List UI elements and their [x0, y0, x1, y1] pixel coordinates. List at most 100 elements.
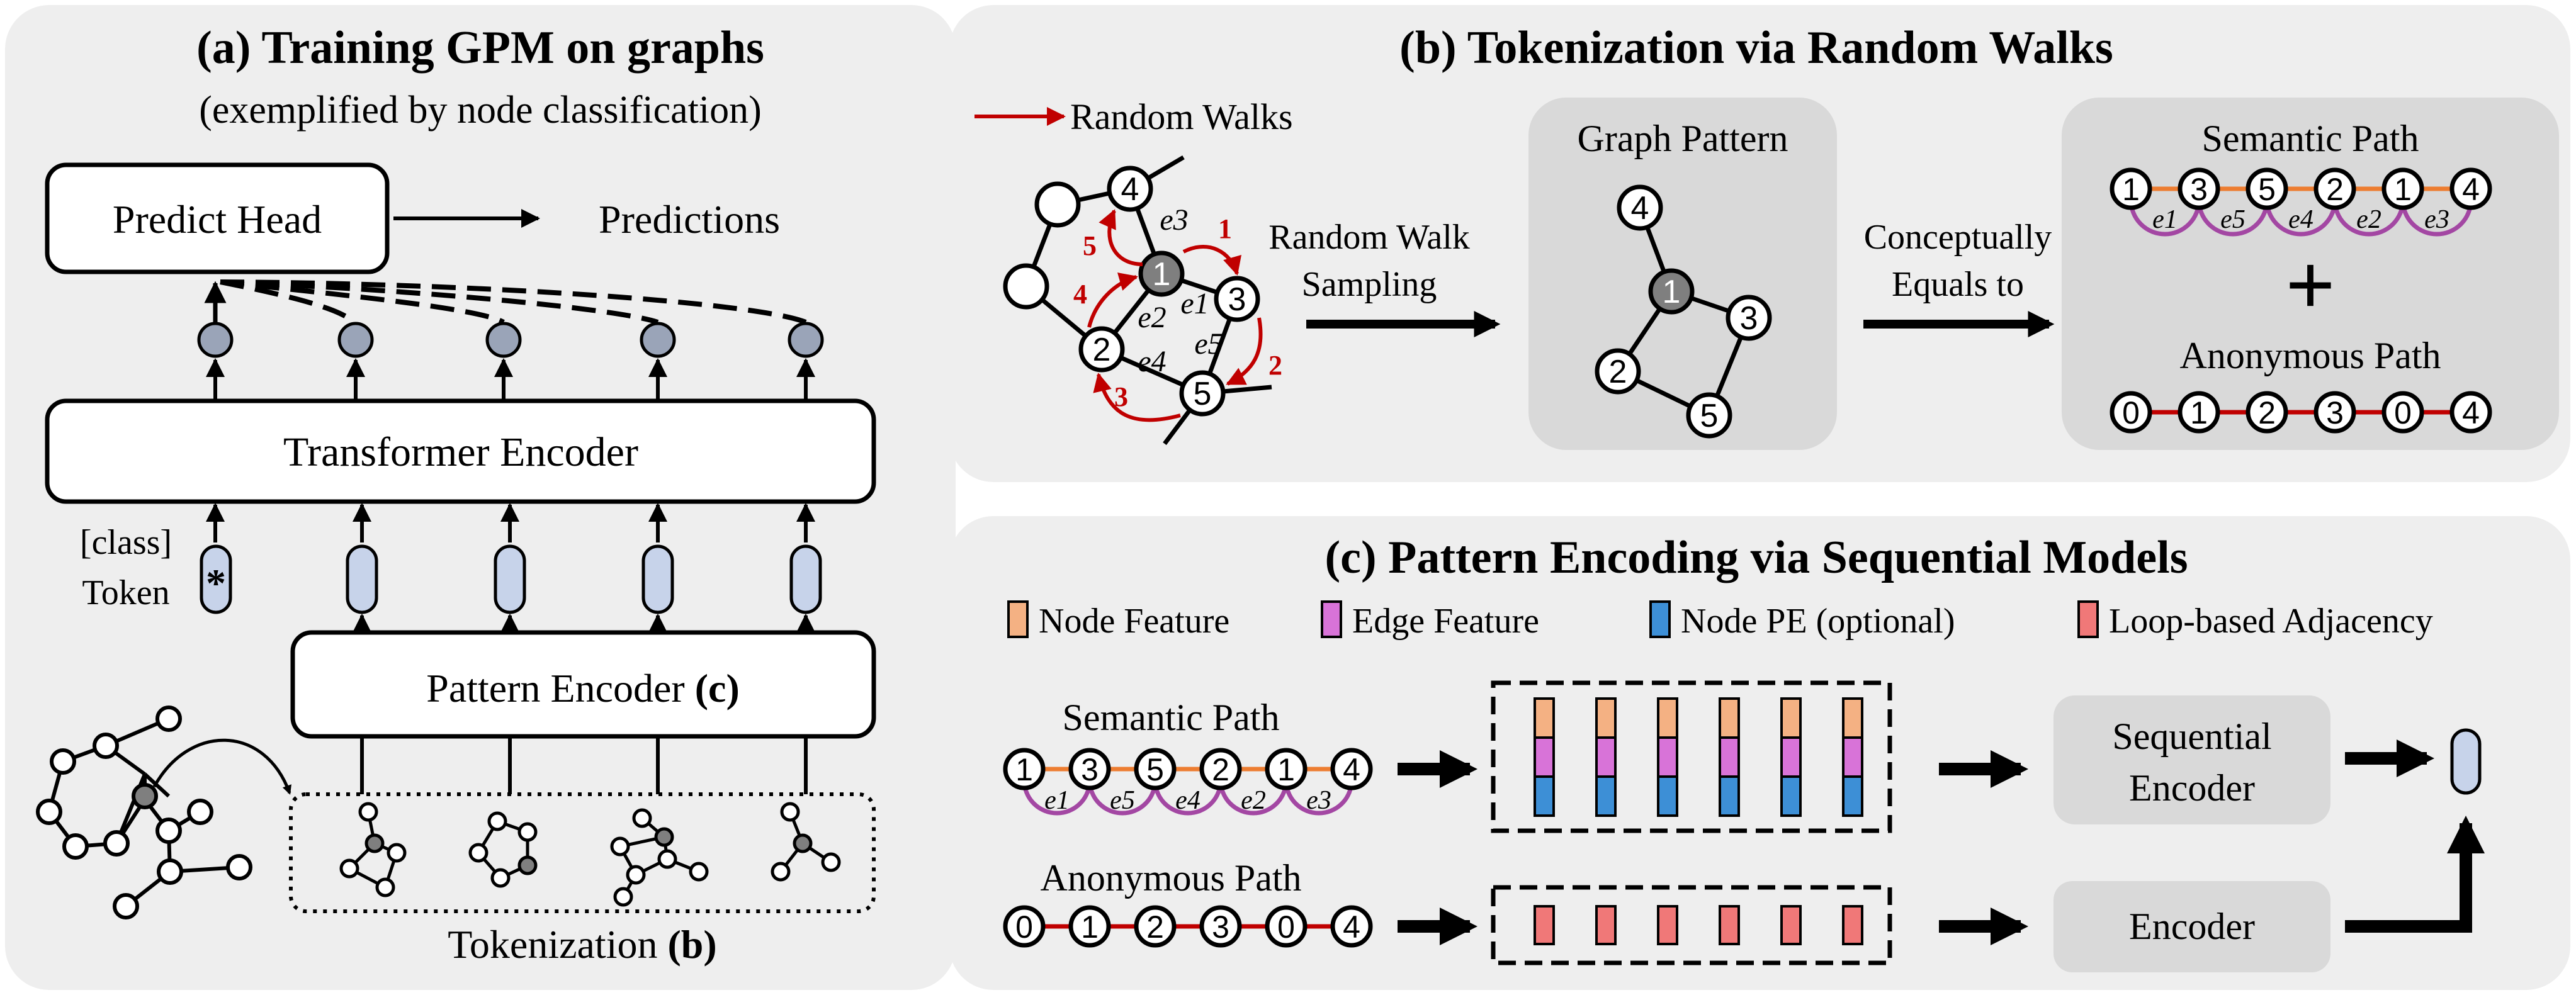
walk-node-4 [1107, 166, 1153, 212]
legend-label-node-pe: Node PE (optional) [1681, 602, 1955, 641]
walk-node-1-label: 1 [1153, 256, 1171, 293]
walk-step-5: 5 [1083, 230, 1097, 261]
semantic-node-b-2: 5 [2258, 172, 2276, 207]
semantic-path-label-b: Semantic Path [2202, 118, 2419, 159]
walk-node-2 [1078, 326, 1125, 373]
anonymous-node-b-1: 1 [2190, 395, 2208, 430]
pattern-graph-1 [339, 802, 407, 897]
pattern-encoder-output-arrows [353, 614, 815, 632]
semantic-edge-b-2: e4 [2288, 205, 2313, 234]
predict-head-box [45, 162, 390, 274]
pattern-node-4-label: 4 [1631, 190, 1649, 227]
concept-label-1: Conceptually [1864, 218, 2052, 257]
semantic-node-c-4: 1 [1277, 752, 1295, 787]
encoder-label: Encoder [2129, 906, 2255, 947]
adjacency-cells [1534, 905, 1863, 945]
transformer-encoder-label: Transformer Encoder [283, 429, 638, 475]
walk-node-4-label: 4 [1121, 171, 1139, 208]
sequential-encoder-label-1: Sequential [2112, 716, 2271, 757]
semantic-edge-b-3: e2 [2356, 205, 2381, 234]
feature-cell [1657, 736, 1678, 778]
source-graph [36, 705, 252, 919]
graph-pattern-label: Graph Pattern [1578, 118, 1788, 159]
adjacency-box [1491, 885, 1892, 965]
class-token-label-1: [class] [80, 523, 172, 562]
feature-stack-box [1491, 680, 1892, 833]
predict-head-label: Predict Head [113, 197, 322, 242]
semantic-path-arcs-b [2128, 200, 2473, 237]
panel-a-subtitle: (exemplified by node classification) [199, 89, 762, 132]
feature-cell [1595, 736, 1617, 778]
pattern-node-3-label: 3 [1740, 300, 1758, 337]
panel-a-title: (a) Training GPM on graphs [196, 22, 764, 74]
feature-cell [1842, 697, 1863, 739]
anonymous-path-label-b: Anonymous Path [2179, 335, 2441, 376]
transformer-encoder-box [45, 398, 876, 504]
walk-step-1: 1 [1218, 213, 1232, 244]
anonymous-node-b-2: 2 [2258, 395, 2276, 430]
walk-edge-e3: e3 [1160, 203, 1188, 237]
walk-node-unlabeled-2 [1003, 263, 1049, 310]
semantic-edge-b-0: e1 [2152, 205, 2178, 234]
transformer-output-arrows [206, 358, 815, 400]
legend-label-loop-adjacency: Loop-based Adjacency [2109, 602, 2433, 641]
semantic-node-b-4: 1 [2394, 172, 2412, 207]
semantic-edge-c-3: e2 [1241, 786, 1266, 815]
semantic-node-b-1: 3 [2190, 172, 2208, 207]
sequential-encoder-label-2: Encoder [2129, 767, 2255, 809]
semantic-node-b-3: 2 [2326, 172, 2344, 207]
plus-sign: + [2285, 237, 2336, 334]
panel-c-title: (c) Pattern Encoding via Sequential Mode… [1325, 532, 2188, 583]
walk-node-3-label: 3 [1228, 281, 1246, 318]
feature-cell [1719, 736, 1740, 778]
walk-node-5 [1179, 370, 1226, 417]
feature-cell [1657, 697, 1678, 739]
semantic-edge-c-4: e3 [1306, 786, 1331, 815]
pattern-tokens [346, 544, 822, 614]
sequential-encoder-box [2053, 695, 2330, 824]
feature-cell [1780, 736, 1802, 778]
pattern-encoder-text: Pattern Encoder [426, 666, 685, 711]
adjacency-cell [1780, 905, 1802, 945]
aggregation-dashes [220, 279, 807, 325]
semantic-edge-c-1: e5 [1110, 786, 1135, 815]
anonymous-node-b-5: 4 [2462, 395, 2480, 430]
pattern-node-5 [1686, 392, 1732, 439]
semantic-node-c-0: 1 [1015, 752, 1033, 787]
adjacency-cell [1534, 905, 1555, 945]
walk-node-1 [1138, 250, 1185, 297]
anonymous-node-b-3: 3 [2326, 395, 2344, 430]
feature-cell [1534, 736, 1555, 778]
walk-edge-e4: e4 [1138, 345, 1166, 378]
walk-step-3: 3 [1114, 381, 1128, 412]
class-token-label-2: Token [82, 573, 169, 612]
anonymous-node-b-0: 0 [2122, 395, 2140, 430]
predictions-label: Predictions [599, 197, 780, 242]
adjacency-cell [1595, 905, 1617, 945]
encoder-box [2053, 881, 2330, 972]
legend-swatch-node-pe [1649, 600, 1671, 638]
pattern-node-2 [1595, 348, 1641, 395]
walk-node-3 [1214, 276, 1260, 322]
sampling-label-1: Random Walk [1268, 218, 1470, 257]
anonymous-node-c-1: 1 [1081, 909, 1099, 945]
semantic-edge-c-2: e4 [1175, 786, 1200, 815]
class-token-symbol: * [206, 561, 226, 605]
legend-swatch-edge-feature [1321, 600, 1342, 638]
anonymous-node-c-5: 4 [1343, 909, 1360, 945]
semantic-node-c-1: 3 [1081, 752, 1099, 787]
anonymous-node-b-4: 0 [2394, 395, 2412, 430]
semantic-path-arcs-c [1022, 780, 1354, 816]
feature-cell [1842, 775, 1863, 817]
feature-columns [1534, 697, 1863, 817]
walk-steps [1087, 209, 1263, 422]
pattern-encoder-ref: (c) [695, 666, 740, 711]
pattern-node-2-label: 2 [1609, 354, 1627, 390]
feature-cell [1595, 697, 1617, 739]
random-walk-legend-label: Random Walks [1070, 96, 1293, 137]
adjacency-cell [1842, 905, 1863, 945]
feature-cell [1842, 736, 1863, 778]
anonymous-node-c-4: 0 [1277, 909, 1295, 945]
tokenization-ref: (b) [667, 922, 716, 967]
